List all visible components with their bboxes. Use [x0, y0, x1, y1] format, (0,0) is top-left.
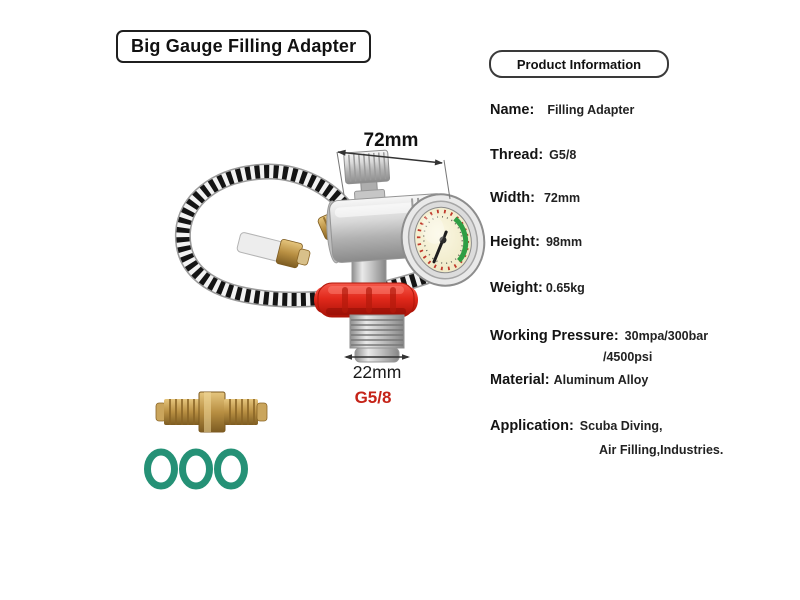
neck-dimension-annotation: 22mm G5/8: [344, 354, 410, 407]
bleed-knob-icon: [343, 149, 391, 203]
thread-spec-label: G5/8: [355, 388, 392, 407]
spec-value: 30mpa/300bar: [624, 329, 709, 343]
red-hand-nut-icon: [314, 282, 418, 318]
spec-label: Name:: [490, 102, 535, 118]
gauge-green-arc: [417, 210, 469, 270]
o-ring: [144, 448, 178, 490]
spec-row-thread: Thread: G5/8: [490, 146, 576, 164]
spec-row-height: Height: 98mm: [490, 233, 582, 251]
o-ring-seals-icon: [144, 448, 248, 490]
spec-row-material: Material:Aluminum Alloy: [490, 371, 648, 389]
spec-value: Scuba Diving,: [579, 419, 663, 433]
brass-quick-coupler-icon: [155, 391, 268, 433]
spec-row-weight: Weight:0.65kg: [490, 279, 585, 297]
spec-label: Application:: [490, 418, 574, 434]
width-dimension-label: 72mm: [364, 130, 419, 151]
spec-label: Thread:: [490, 147, 544, 163]
spec-value: 72mm: [543, 191, 581, 205]
spec-value: Aluminum Alloy: [553, 373, 649, 387]
male-thread-stem-icon: [349, 314, 405, 363]
spec-value: 98mm: [545, 235, 583, 249]
spec-row-name: Name: Filling Adapter: [490, 101, 634, 119]
spec-row-working-pressure: Working Pressure: 30mpa/300bar /4500psi: [490, 327, 708, 366]
spec-row-width: Width: 72mm: [490, 189, 580, 207]
product-photo: 72mm 22mm G5/8: [144, 130, 486, 490]
spec-label: Width:: [490, 190, 535, 206]
spec-row-application: Application: Scuba Diving, Air Filling,In…: [490, 417, 723, 459]
page-title: Big Gauge Filling Adapter: [116, 30, 372, 63]
pressure-gauge-icon: [400, 193, 486, 287]
spec-label: Height:: [490, 234, 540, 250]
spec-value-line2: /4500psi: [603, 350, 653, 364]
neck-dimension-label: 22mm: [353, 362, 402, 382]
spec-label: Material:: [490, 372, 550, 388]
spec-value-line2: Air Filling,Industries.: [599, 443, 724, 457]
o-ring: [179, 448, 213, 490]
spec-value: 0.65kg: [545, 281, 585, 295]
spec-value: G5/8: [549, 148, 577, 162]
product-info-header: Product Information: [489, 50, 669, 78]
spec-label: Weight:: [490, 280, 543, 296]
width-dimension-annotation: 72mm: [336, 130, 451, 200]
o-ring: [214, 448, 248, 490]
spec-value: Filling Adapter: [547, 103, 635, 117]
hose-inline-connector-icon: [236, 232, 311, 269]
spec-label: Working Pressure:: [490, 328, 619, 344]
